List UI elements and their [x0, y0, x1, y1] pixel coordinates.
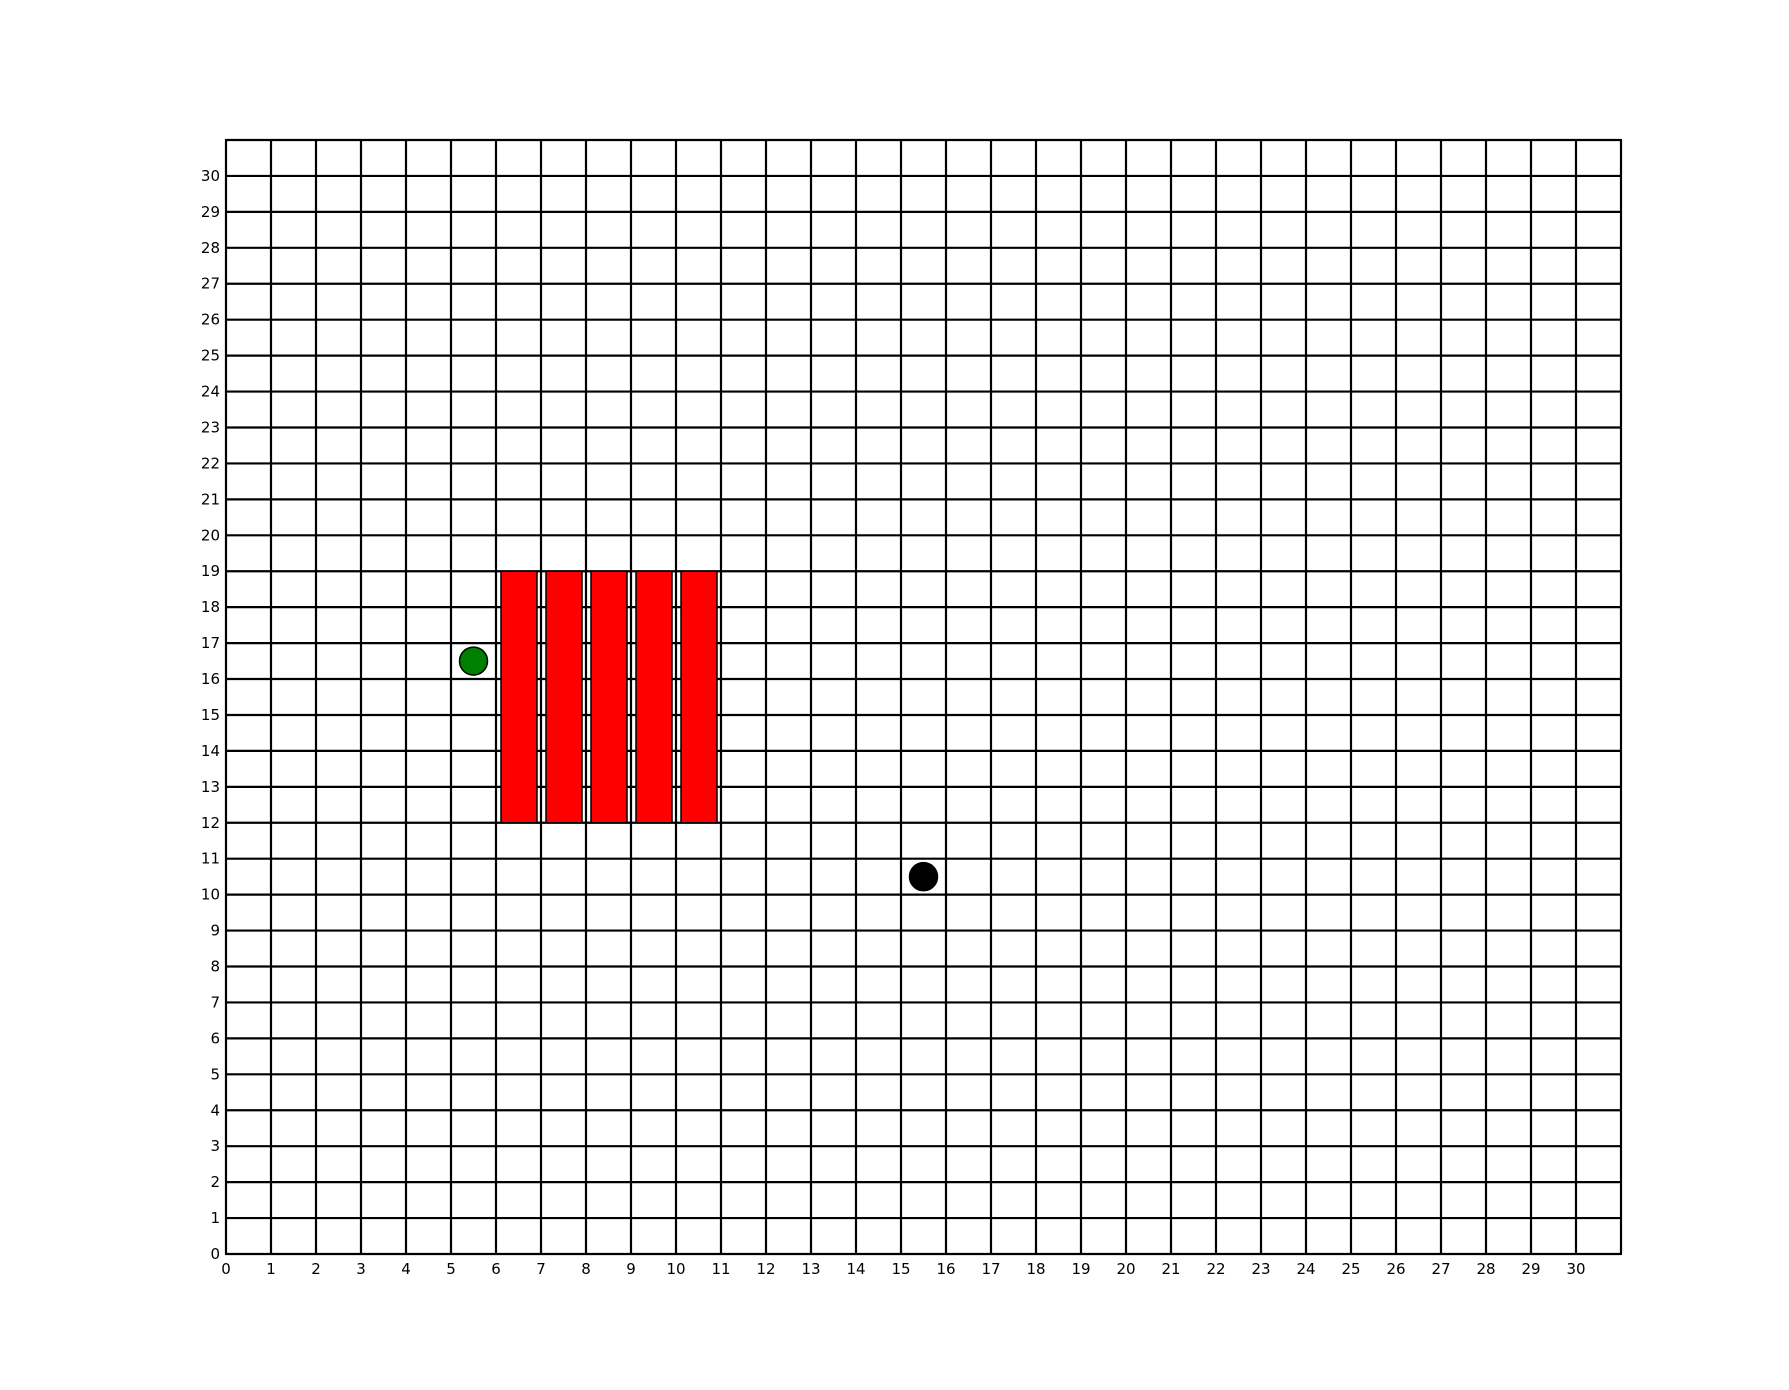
grid-lines — [224, 138, 1623, 1256]
obstacle-layer — [500, 570, 718, 824]
x-tick-label: 18 — [1026, 1260, 1045, 1278]
y-tick-label: 10 — [201, 886, 220, 904]
x-tick-label: 6 — [491, 1260, 501, 1278]
x-tick-label: 20 — [1116, 1260, 1135, 1278]
y-tick-label: 19 — [201, 562, 220, 580]
y-tick-label: 23 — [201, 418, 220, 436]
y-tick-label: 22 — [201, 454, 220, 472]
x-tick-label: 25 — [1341, 1260, 1360, 1278]
x-tick-label: 26 — [1386, 1260, 1405, 1278]
green-circle-icon — [458, 646, 489, 676]
y-tick-label: 18 — [201, 598, 220, 616]
x-tick-label: 3 — [356, 1260, 366, 1278]
y-tick-label: 2 — [210, 1173, 220, 1191]
x-tick-label: 21 — [1161, 1260, 1180, 1278]
x-tick-label: 8 — [581, 1260, 591, 1278]
x-tick-label: 11 — [711, 1260, 730, 1278]
board-frame — [225, 139, 1622, 1255]
x-tick-label: 2 — [311, 1260, 321, 1278]
y-tick-label: 28 — [201, 239, 220, 257]
y-tick-label: 12 — [201, 814, 220, 832]
x-tick-label: 19 — [1071, 1260, 1090, 1278]
y-tick-label: 17 — [201, 634, 220, 652]
x-tick-label: 27 — [1431, 1260, 1450, 1278]
x-tick-label: 28 — [1476, 1260, 1495, 1278]
x-tick-label: 10 — [666, 1260, 685, 1278]
black-circle-icon — [908, 861, 939, 892]
x-tick-label: 4 — [401, 1260, 411, 1278]
x-tick-label: 29 — [1521, 1260, 1540, 1278]
obstacle-bar — [680, 570, 718, 824]
y-tick-label: 21 — [201, 490, 220, 508]
y-tick-label: 14 — [201, 742, 220, 760]
x-tick-label: 23 — [1251, 1260, 1270, 1278]
y-tick-label: 8 — [210, 958, 220, 976]
obstacle-bar — [590, 570, 628, 824]
y-tick-label: 3 — [210, 1137, 220, 1155]
x-tick-label: 14 — [846, 1260, 865, 1278]
x-tick-label: 13 — [801, 1260, 820, 1278]
y-tick-label: 11 — [201, 850, 220, 868]
obstacle-bar — [500, 570, 538, 824]
y-tick-label: 27 — [201, 275, 220, 293]
y-tick-label: 29 — [201, 203, 220, 221]
x-tick-label: 12 — [756, 1260, 775, 1278]
x-tick-label: 7 — [536, 1260, 546, 1278]
y-axis-tick-labels: 0123456789101112131415161718192021222324… — [201, 167, 220, 1263]
y-tick-label: 9 — [210, 922, 220, 940]
x-tick-label: 17 — [981, 1260, 1000, 1278]
y-tick-label: 15 — [201, 706, 220, 724]
y-tick-label: 0 — [210, 1245, 220, 1263]
x-tick-label: 1 — [266, 1260, 276, 1278]
x-tick-label: 0 — [221, 1260, 231, 1278]
y-tick-label: 5 — [210, 1065, 220, 1083]
obstacle-bar — [545, 570, 583, 824]
y-tick-label: 6 — [210, 1029, 220, 1047]
x-tick-label: 22 — [1206, 1260, 1225, 1278]
x-tick-label: 16 — [936, 1260, 955, 1278]
y-tick-label: 13 — [201, 778, 220, 796]
x-tick-label: 15 — [891, 1260, 910, 1278]
y-tick-label: 1 — [210, 1209, 220, 1227]
x-tick-label: 5 — [446, 1260, 456, 1278]
y-tick-label: 4 — [210, 1101, 220, 1119]
obstacle-bar — [635, 570, 673, 824]
y-tick-label: 20 — [201, 526, 220, 544]
y-tick-label: 16 — [201, 670, 220, 688]
y-tick-label: 25 — [201, 347, 220, 365]
y-tick-label: 30 — [201, 167, 220, 185]
y-tick-label: 24 — [201, 383, 220, 401]
y-tick-label: 26 — [201, 311, 220, 329]
x-tick-label: 24 — [1296, 1260, 1315, 1278]
piece-layer — [458, 646, 939, 892]
x-tick-label: 30 — [1566, 1260, 1585, 1278]
y-tick-label: 7 — [210, 993, 220, 1011]
x-tick-label: 9 — [626, 1260, 636, 1278]
